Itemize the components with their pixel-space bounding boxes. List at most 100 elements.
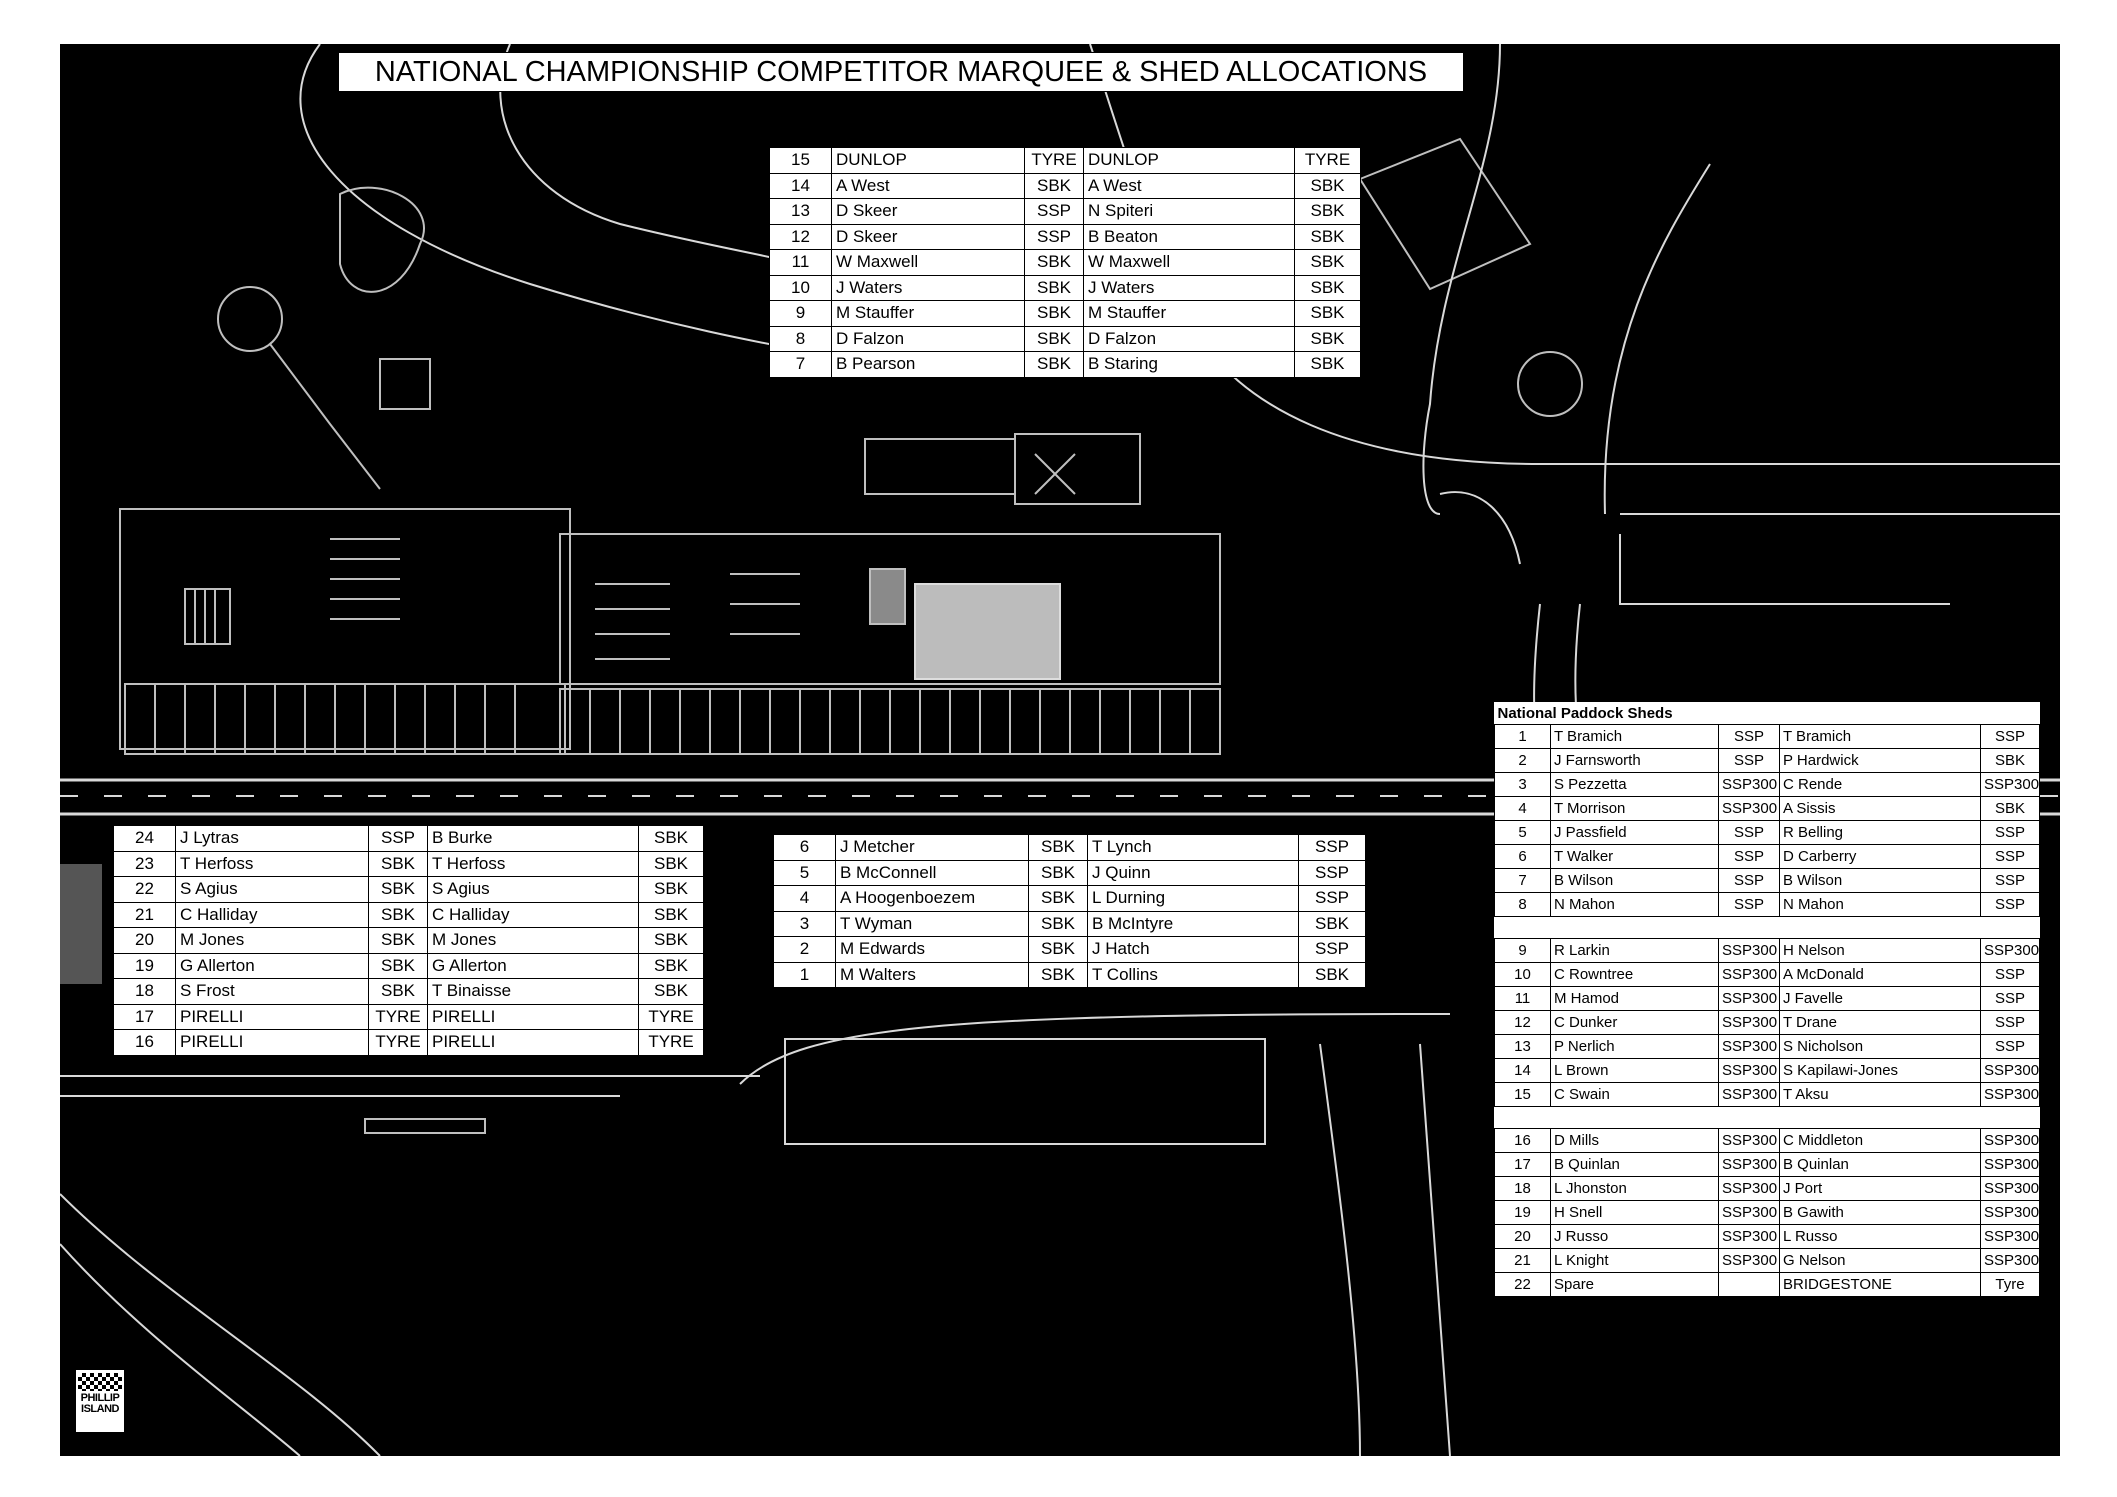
occupant-a: S Agius bbox=[175, 876, 369, 903]
class-a bbox=[1718, 1272, 1780, 1297]
class-a: SBK bbox=[368, 901, 428, 928]
occupant-a: L Brown bbox=[1550, 1058, 1719, 1083]
occupant-b: P Hardwick bbox=[1779, 748, 1981, 773]
logo-line-2: ISLAND bbox=[81, 1403, 119, 1415]
occupant-a: C Halliday bbox=[175, 901, 369, 928]
occupant-a: PIRELLI bbox=[175, 1029, 369, 1056]
class-a: SBK bbox=[368, 876, 428, 903]
occupant-b: W Maxwell bbox=[1083, 249, 1295, 276]
occupant-b: J Port bbox=[1779, 1176, 1981, 1201]
occupant-b: D Falzon bbox=[1083, 325, 1295, 352]
class-b: SBK bbox=[638, 927, 704, 954]
occupant-b: A West bbox=[1083, 172, 1295, 199]
class-a: SBK bbox=[1028, 885, 1088, 912]
occupant-a: Spare bbox=[1550, 1272, 1719, 1297]
class-a: SBK bbox=[1028, 961, 1088, 988]
sheds-heading: National Paddock Sheds bbox=[1497, 704, 1673, 722]
occupant-a: D Falzon bbox=[831, 325, 1025, 352]
shed-number: 8 bbox=[1494, 892, 1551, 917]
occupant-a: D Mills bbox=[1550, 1128, 1719, 1153]
class-a: SBK bbox=[1024, 351, 1084, 378]
class-b: SSP300 bbox=[1979, 1152, 2041, 1177]
class-b: SBK bbox=[1294, 198, 1361, 225]
class-a: TYRE bbox=[368, 1003, 428, 1030]
occupant-b: T Collins bbox=[1087, 961, 1299, 988]
class-a: SSP bbox=[368, 825, 428, 852]
class-a: SSP bbox=[1718, 868, 1780, 893]
occupant-a: L Knight bbox=[1550, 1248, 1719, 1273]
logo-line-1: PHILLIP bbox=[80, 1392, 120, 1404]
class-b: SSP bbox=[1979, 962, 2041, 987]
class-b: SSP bbox=[1979, 1010, 2041, 1035]
class-a: SSP300 bbox=[1718, 938, 1780, 963]
occupant-a: B Quinlan bbox=[1550, 1152, 1719, 1177]
occupant-a: A West bbox=[831, 172, 1025, 199]
occupant-b: C Rende bbox=[1779, 772, 1981, 797]
class-a: SSP300 bbox=[1718, 1058, 1780, 1083]
bay-number: 4 bbox=[773, 885, 836, 912]
occupant-b: T Drane bbox=[1779, 1010, 1981, 1035]
class-a: SBK bbox=[1028, 910, 1088, 937]
occupant-b: A Sissis bbox=[1779, 796, 1981, 821]
occupant-a: T Walker bbox=[1550, 844, 1719, 869]
occupant-a: M Walters bbox=[835, 961, 1029, 988]
shed-number: 5 bbox=[1494, 820, 1551, 845]
bay-number: 7 bbox=[769, 351, 832, 378]
shed-number: 6 bbox=[1494, 844, 1551, 869]
class-a: TYRE bbox=[1024, 147, 1084, 174]
shed-number: 22 bbox=[1494, 1272, 1551, 1297]
class-b: SBK bbox=[1294, 351, 1361, 378]
occupant-b: T Bramich bbox=[1779, 724, 1981, 749]
occupant-a: J Waters bbox=[831, 274, 1025, 301]
class-b: SBK bbox=[1294, 274, 1361, 301]
class-b: SSP bbox=[1979, 986, 2041, 1011]
class-b: SSP bbox=[1979, 892, 2041, 917]
occupant-b: B Gawith bbox=[1779, 1200, 1981, 1225]
class-b: SSP bbox=[1298, 936, 1366, 963]
occupant-a: R Larkin bbox=[1550, 938, 1719, 963]
occupant-a: J Farnsworth bbox=[1550, 748, 1719, 773]
class-b: SBK bbox=[1294, 325, 1361, 352]
shed-number: 17 bbox=[1494, 1152, 1551, 1177]
occupant-a: B Pearson bbox=[831, 351, 1025, 378]
class-a: SSP300 bbox=[1718, 772, 1780, 797]
class-a: SSP300 bbox=[1718, 1128, 1780, 1153]
shed-number: 7 bbox=[1494, 868, 1551, 893]
class-a: SSP300 bbox=[1718, 1152, 1780, 1177]
occupant-b: BRIDGESTONE bbox=[1779, 1272, 1981, 1297]
class-a: SSP300 bbox=[1718, 1176, 1780, 1201]
bay-number: 10 bbox=[769, 274, 832, 301]
page-title: NATIONAL CHAMPIONSHIP COMPETITOR MARQUEE… bbox=[338, 52, 1464, 92]
shed-number: 2 bbox=[1494, 748, 1551, 773]
class-a: SSP bbox=[1718, 724, 1780, 749]
occupant-b: H Nelson bbox=[1779, 938, 1981, 963]
occupant-b: B Burke bbox=[427, 825, 639, 852]
occupant-a: J Russo bbox=[1550, 1224, 1719, 1249]
class-b: SBK bbox=[638, 825, 704, 852]
occupant-b: L Durning bbox=[1087, 885, 1299, 912]
occupant-b: T Herfoss bbox=[427, 850, 639, 877]
bay-number: 15 bbox=[769, 147, 832, 174]
bay-number: 19 bbox=[113, 952, 176, 979]
occupant-a: J Lytras bbox=[175, 825, 369, 852]
class-a: SSP bbox=[1024, 198, 1084, 225]
occupant-a: L Jhonston bbox=[1550, 1176, 1719, 1201]
class-a: SSP300 bbox=[1718, 1082, 1780, 1107]
occupant-b: S Kapilawi-Jones bbox=[1779, 1058, 1981, 1083]
bay-number: 17 bbox=[113, 1003, 176, 1030]
occupant-a: C Dunker bbox=[1550, 1010, 1719, 1035]
